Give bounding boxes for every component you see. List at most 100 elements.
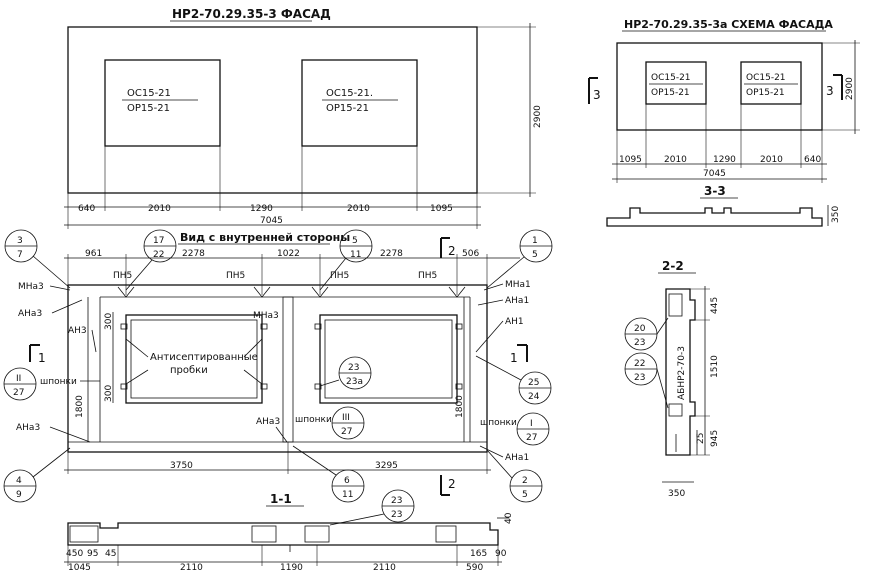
callout-2-5: 2 5 xyxy=(486,449,543,503)
inside-panel xyxy=(67,284,488,453)
inside-window-left xyxy=(125,314,263,404)
section-11-dim-165: 165 xyxy=(470,549,487,559)
scheme-title: НР2-70.29.35-3а СХЕМА ФАСАДА xyxy=(624,18,833,31)
inside-window-right xyxy=(319,314,458,404)
scheme-dim-3: 1290 xyxy=(713,155,736,165)
section-22-small: 25 xyxy=(696,433,706,444)
label-mna3: МНа3 xyxy=(18,282,44,292)
facade-total: 7045 xyxy=(260,216,283,226)
scheme-window-right-bottom: ОР15-21 xyxy=(746,88,785,98)
facade-dim-1: 640 xyxy=(78,204,95,214)
section-11-call-top: 23 xyxy=(391,496,402,506)
svg-text:17: 17 xyxy=(153,236,164,246)
label-an3: АН3 xyxy=(68,326,87,336)
svg-text:27: 27 xyxy=(13,388,24,398)
facade-dim-4: 2010 xyxy=(347,204,370,214)
scheme-dim-2: 2010 xyxy=(664,155,687,165)
section-22-title: 2-2 xyxy=(662,259,684,273)
section-22-call1-top: 20 xyxy=(634,324,646,334)
facade-window-right-top: ОС15-21. xyxy=(326,88,373,99)
label-ana3-a: АНа3 xyxy=(18,309,42,319)
svg-text:23: 23 xyxy=(348,363,359,373)
callout-25-24: 25 24 xyxy=(475,355,552,405)
scheme-panel xyxy=(616,42,823,131)
scheme-window-left-top: ОС15-21 xyxy=(651,73,691,83)
label-antiseptic-2: пробки xyxy=(170,365,208,376)
section-3-3: 3-3 350 xyxy=(606,184,841,227)
inside-view: Вид с внутренней стороны 961 2278 1022 2… xyxy=(16,231,531,496)
section-22-call2-top: 22 xyxy=(634,359,645,369)
section-22-width: 350 xyxy=(668,489,685,499)
svg-text:1: 1 xyxy=(532,236,538,246)
scheme-view: НР2-70.29.35-3а СХЕМА ФАСАДА ОС15-21 ОР1… xyxy=(588,18,860,183)
callout-6-11: 6 11 xyxy=(292,445,365,503)
section-2-2: 2-2 АБНР2-70-3 445 1510 945 25 350 20 23… xyxy=(624,259,720,499)
svg-text:5: 5 xyxy=(522,490,528,500)
callout-5-11: 5 11 xyxy=(319,229,373,291)
scheme-dim-1: 1095 xyxy=(619,155,642,165)
callout-3-7: 3 7 xyxy=(4,229,71,289)
dim-300-a: 300 xyxy=(104,313,114,330)
section-11-dim-90: 90 xyxy=(495,549,507,559)
callout-17-22: 17 22 xyxy=(125,229,177,291)
section-33-title: 3-3 xyxy=(704,184,726,198)
section-11-call-bottom: 23 xyxy=(391,510,402,520)
scheme-window-right-top: ОС15-21 xyxy=(746,73,786,83)
svg-text:5: 5 xyxy=(532,250,538,260)
inside-bottom-dim-1: 3750 xyxy=(170,461,193,471)
section-33-height: 350 xyxy=(831,206,841,223)
callout-I-27: I 27 xyxy=(516,412,550,446)
inside-bottom-dim-2: 3295 xyxy=(375,461,398,471)
facade-dim-3: 1290 xyxy=(250,204,273,214)
facade-panel xyxy=(67,26,478,194)
dim-1800-b: 1800 xyxy=(455,395,465,418)
svg-text:II: II xyxy=(16,374,21,384)
inside-top-dim-4: 2278 xyxy=(380,249,403,259)
facade-title: НР2-70.29.35-3 ФАСАД xyxy=(172,7,331,21)
section-22-dim-3: 945 xyxy=(710,430,720,447)
facade-window-left-top: ОС15-21 xyxy=(127,88,171,99)
svg-text:3: 3 xyxy=(17,236,23,246)
label-mna3-b: МНа3 xyxy=(253,311,279,321)
section-mark-left: 1 xyxy=(38,351,46,365)
scheme-window-right xyxy=(740,61,802,105)
svg-text:7: 7 xyxy=(17,250,23,260)
svg-text:4: 4 xyxy=(16,476,22,486)
facade-dim-5: 1095 xyxy=(430,204,453,214)
section-11-dim-2110b: 2110 xyxy=(373,563,396,573)
scheme-window-left xyxy=(645,61,707,105)
pn5-2: ПН5 xyxy=(226,271,245,281)
label-mna1: МНа1 xyxy=(505,280,531,290)
svg-text:11: 11 xyxy=(350,250,361,260)
section-11-dim-95: 95 xyxy=(87,549,98,559)
facade-window-left xyxy=(104,59,221,147)
section-mark-top: 2 xyxy=(448,244,456,258)
section-11-dim-450: 450 xyxy=(66,549,83,559)
section-11-title: 1-1 xyxy=(270,492,292,506)
section-22-call1-bottom: 23 xyxy=(634,338,645,348)
svg-text:6: 6 xyxy=(344,476,350,486)
label-ana1-b: АНа1 xyxy=(505,453,529,463)
label-shponki-left: шпонки xyxy=(40,377,77,387)
label-ana3-b: АНа3 xyxy=(16,423,40,433)
facade-height: 2900 xyxy=(533,105,543,128)
facade-window-right xyxy=(301,59,418,147)
svg-text:2: 2 xyxy=(522,476,528,486)
section-11-dim-2110a: 2110 xyxy=(180,563,203,573)
facade-window-right-bottom: ОР15-21 xyxy=(326,103,369,114)
inside-top-dim-1: 961 xyxy=(85,249,102,259)
callout-II-27: II 27 xyxy=(3,367,37,401)
inside-view-title: Вид с внутренней стороны xyxy=(180,231,350,244)
section-22-dim-2: 1510 xyxy=(710,355,720,378)
scheme-window-left-bottom: ОР15-21 xyxy=(651,88,690,98)
svg-text:25: 25 xyxy=(528,378,539,388)
scheme-dim-5: 640 xyxy=(804,155,821,165)
svg-text:22: 22 xyxy=(153,250,164,260)
label-an1: АН1 xyxy=(505,317,524,327)
inside-top-dim-3: 1022 xyxy=(277,249,300,259)
section-11-dim-590: 590 xyxy=(466,563,483,573)
scheme-height: 2900 xyxy=(845,77,855,100)
pn5-3: ПН5 xyxy=(330,271,349,281)
section-mark-bottom: 2 xyxy=(448,477,456,491)
